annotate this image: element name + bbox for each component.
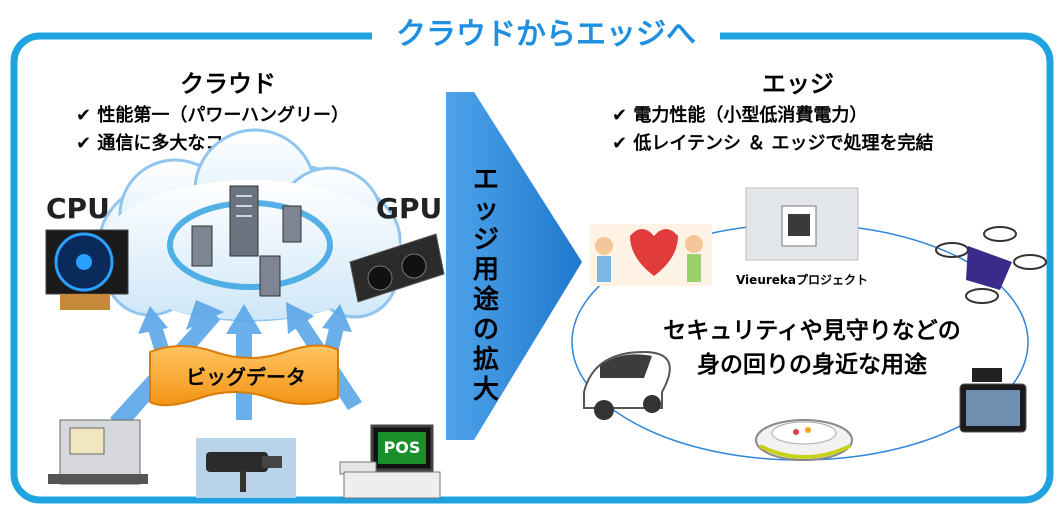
dashcam-icon xyxy=(959,368,1027,433)
pos-terminal-icon xyxy=(339,424,441,499)
xray-scanner-icon xyxy=(48,419,148,485)
arrow-char: 用 xyxy=(473,255,499,285)
vieureka-label: Vieurekaプロジェクト xyxy=(736,272,868,287)
gpu-label: GPU xyxy=(376,192,442,225)
arrow-char: 途 xyxy=(473,284,500,315)
arrow-text-vertical: エ ッ ジ 用 途 の 拡 大 xyxy=(473,165,500,405)
cpu-cooler-icon xyxy=(45,229,129,310)
cloud-heading: クラウド xyxy=(180,70,276,98)
edge-bullet-1: ✔ 電力性能（小型低消費電力） xyxy=(612,104,867,126)
arrow-char: エ xyxy=(473,165,499,195)
cloud-bullet-1: ✔ 性能第一（パワーハングリー） xyxy=(76,104,349,126)
expansion-arrow xyxy=(446,92,582,440)
arrow-char: ジ xyxy=(473,225,499,255)
edge-usecase-line-1: セキュリティや見守りなどの xyxy=(663,317,961,344)
big-data-label: ビッグデータ xyxy=(186,365,306,389)
edge-bullet-2: ✔ 低レイテンシ ＆ エッジで処理を完結 xyxy=(612,132,934,154)
security-camera-icon xyxy=(196,438,296,498)
big-data-banner xyxy=(149,344,339,407)
pos-label: POS xyxy=(384,438,421,457)
autonomous-car-icon xyxy=(583,350,671,420)
vieureka-camera-icon xyxy=(745,187,859,261)
family-illustration-icon xyxy=(590,224,712,286)
arrow-char: の xyxy=(473,315,499,345)
robot-vacuum-icon xyxy=(755,419,853,461)
title-backdrop xyxy=(372,14,720,54)
server-rack-icon xyxy=(191,185,302,297)
drone-icon xyxy=(935,226,1047,304)
edge-heading: エッジ xyxy=(762,70,834,98)
diagram-title: クラウドからエッジへ xyxy=(396,17,696,52)
arrow-char: ッ xyxy=(473,195,499,225)
edge-usecase-line-2: 身の回りの身近な用途 xyxy=(697,351,928,378)
cpu-label: CPU xyxy=(46,192,110,225)
gpu-card-icon xyxy=(349,233,445,303)
arrow-char: 大 xyxy=(473,375,499,405)
arrow-char: 拡 xyxy=(473,345,499,375)
